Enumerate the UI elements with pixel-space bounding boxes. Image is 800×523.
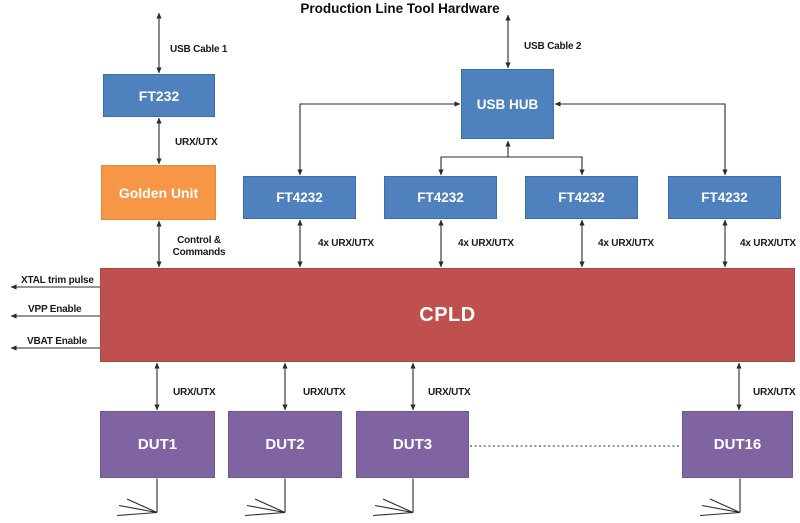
node-dut16: DUT16 <box>682 411 793 478</box>
label-urx-utx-dut2: URX/UTX <box>303 387 346 398</box>
label-xtal-trim-pulse: XTAL trim pulse <box>21 275 94 286</box>
node-ft4232-3: FT4232 <box>525 176 638 219</box>
node-cpld: CPLD <box>100 268 795 362</box>
antenna-symbol <box>116 478 158 517</box>
arrow-ft4232-1-usb-hub <box>297 101 461 176</box>
node-ft232: FT232 <box>103 74 215 117</box>
node-usb-hub: USB HUB <box>461 69 554 139</box>
node-dut2: DUT2 <box>228 411 342 478</box>
label-usb-cable-1: USB Cable 1 <box>170 44 228 55</box>
antenna-symbol <box>372 478 414 517</box>
node-golden-unit: Golden Unit <box>101 165 216 220</box>
label-4x-urx-utx-4: 4x URX/UTX <box>740 238 796 249</box>
node-ft4232-4: FT4232 <box>668 176 781 219</box>
label-vbat-enable: VBAT Enable <box>27 336 87 347</box>
label-urx-utx-dut1: URX/UTX <box>173 387 216 398</box>
node-ft4232-2: FT4232 <box>384 176 497 219</box>
label-control-commands: Control & Commands <box>172 235 226 258</box>
label-urx-utx-ft232: URX/UTX <box>175 137 218 148</box>
label-urx-utx-dut3: URX/UTX <box>428 387 471 398</box>
antenna-symbol <box>699 478 741 517</box>
node-dut1: DUT1 <box>100 411 215 478</box>
diagram-title: Production Line Tool Hardware <box>300 1 500 16</box>
node-dut3: DUT3 <box>356 411 469 478</box>
label-urx-utx-dut16: URX/UTX <box>753 387 796 398</box>
label-4x-urx-utx-2: 4x URX/UTX <box>458 238 514 249</box>
label-4x-urx-utx-3: 4x URX/UTX <box>598 238 654 249</box>
label-usb-cable-2: USB Cable 2 <box>524 41 582 52</box>
antenna-symbol <box>244 478 286 517</box>
label-4x-urx-utx-1: 4x URX/UTX <box>318 238 374 249</box>
label-vpp-enable: VPP Enable <box>28 304 82 315</box>
arrow-t-ft4232-2-3 <box>438 156 585 176</box>
node-ft4232-1: FT4232 <box>243 176 356 219</box>
arrow-ft4232-4-usb-hub <box>554 101 728 176</box>
